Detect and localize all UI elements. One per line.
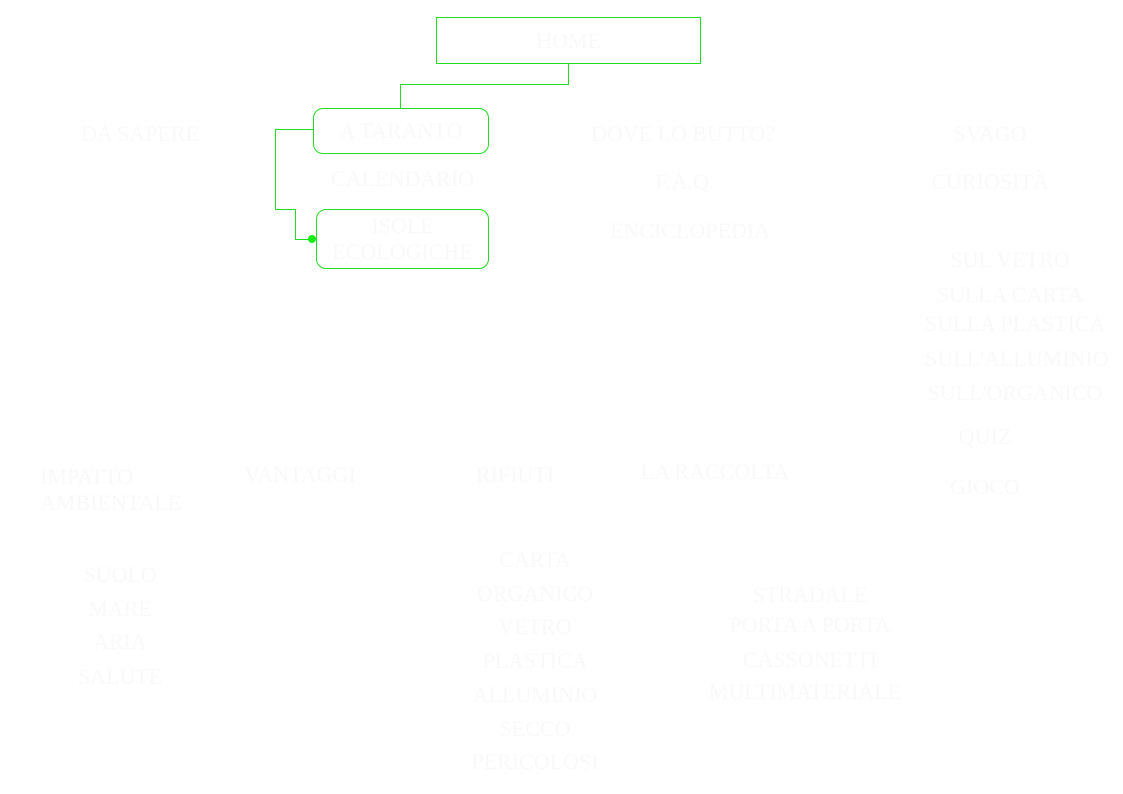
nav-rifiuti-item[interactable]: ALLUMINIO [472, 682, 598, 707]
nav-vantaggi[interactable]: VANTAGGI [244, 462, 356, 487]
nav-la-raccolta[interactable]: LA RACCOLTA [640, 459, 790, 484]
nav-curiosita-item[interactable]: SULL'ALLUMINIO [925, 346, 1109, 371]
nav-calendario[interactable]: CALENDARIO [331, 166, 474, 191]
nav-enciclopedia[interactable]: ENCICLOPEDIA [609, 218, 771, 243]
nav-impatto-ambientale[interactable]: IMPATTO AMBIENTALE [40, 464, 182, 515]
nav-rifiuti-item[interactable]: VETRO [498, 614, 572, 639]
home-node[interactable]: HOME [436, 17, 701, 64]
nav-da-sapere[interactable]: DA SAPERE [81, 121, 199, 146]
nav-impatto-item[interactable]: MARE [88, 596, 152, 621]
connector-line [275, 209, 296, 210]
connector-line [400, 84, 401, 109]
a-taranto-node[interactable]: A TARANTO [313, 108, 489, 154]
connector-line [295, 209, 296, 240]
connector-line [295, 239, 315, 240]
home-label: HOME [536, 27, 601, 53]
nav-raccolta-item[interactable]: PORTA A PORTA [729, 612, 891, 637]
nav-svago[interactable]: SVAGO [953, 121, 1027, 146]
a-taranto-label: A TARANTO [339, 118, 463, 143]
nav-rifiuti-item[interactable]: PLASTICA [482, 648, 588, 673]
nav-rifiuti-item[interactable]: SECCO [499, 716, 571, 741]
nav-gioco[interactable]: GIOCO [950, 474, 1020, 499]
connector-line [400, 84, 569, 85]
nav-impatto-item[interactable]: SUOLO [83, 562, 157, 587]
nav-dove-lo-butto[interactable]: DOVE LO BUTTO? [590, 121, 776, 146]
nav-curiosita-item[interactable]: SUL VETRO [950, 247, 1070, 272]
nav-raccolta-item[interactable]: MULTIMATERIALE [708, 679, 902, 704]
isole-ecologiche-node[interactable]: ISOLE ECOLOGICHE [316, 209, 489, 269]
nav-raccolta-item[interactable]: CASSONETTI [742, 647, 878, 672]
nav-faq[interactable]: F.A.Q. [655, 169, 715, 194]
nav-curiosita-item[interactable]: SULLA CARTA [936, 282, 1084, 307]
nav-curiosita-item[interactable]: SULLA PLASTICA [925, 311, 1106, 336]
nav-raccolta-item[interactable]: STRADALE [752, 582, 868, 607]
nav-curiosita-item[interactable]: SULL'ORGANICO [927, 380, 1103, 405]
nav-rifiuti-item[interactable]: PERICOLOSI [471, 749, 599, 774]
isole-ecologiche-label: ISOLE ECOLOGICHE [332, 213, 473, 264]
nav-quiz[interactable]: QUIZ [958, 424, 1012, 449]
nav-curiosita[interactable]: CURIOSITÀ [931, 169, 1049, 194]
nav-impatto-item[interactable]: ARIA [93, 629, 147, 654]
connector-line [275, 129, 314, 130]
nav-rifiuti[interactable]: RIFIUTI [475, 462, 555, 487]
nav-impatto-item[interactable]: SALUTE [77, 664, 163, 689]
connector-line [275, 129, 276, 210]
connector-line [568, 63, 569, 85]
nav-rifiuti-item[interactable]: ORGANICO [476, 581, 594, 606]
nav-rifiuti-item[interactable]: CARTA [499, 547, 571, 572]
connector-dot-icon [308, 235, 316, 243]
